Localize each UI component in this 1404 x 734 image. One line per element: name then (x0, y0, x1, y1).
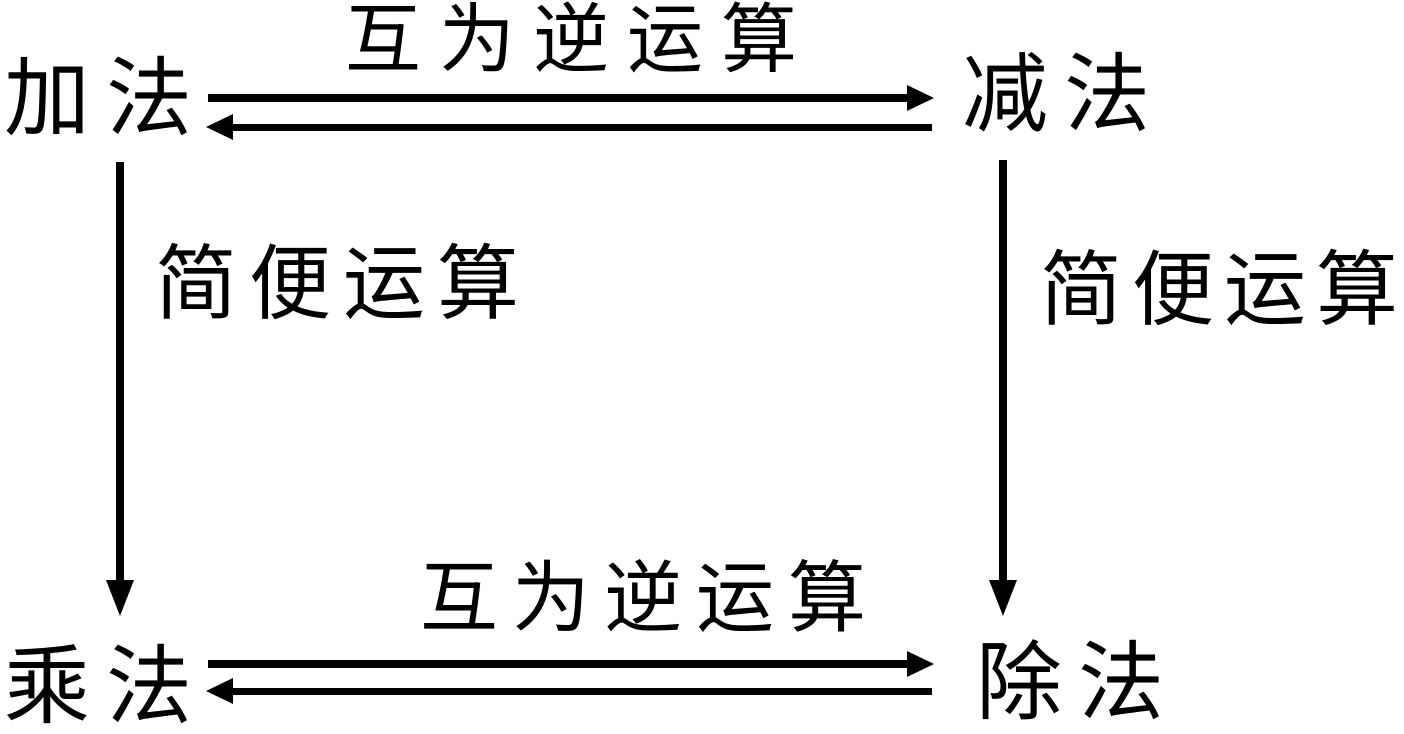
arrowhead-down-icon (106, 580, 134, 616)
arrowhead-right-icon (907, 85, 934, 111)
bottom-return-arrow-line (232, 688, 932, 695)
top-forward-arrow-line (208, 94, 910, 102)
bottom-inverse-operations-label: 互为逆运算 (420, 554, 881, 644)
arrowhead-down-icon (989, 580, 1017, 616)
top-return-arrow-line (232, 124, 932, 131)
node-division: 除法 (976, 633, 1180, 733)
node-subtraction: 减法 (962, 45, 1166, 145)
right-shortcut-label: 简便运算 (1040, 243, 1404, 338)
bottom-forward-arrow-line (208, 660, 910, 668)
node-addition: 加法 (4, 49, 208, 149)
right-vertical-arrow-line (999, 160, 1007, 582)
arrowhead-right-icon (907, 651, 934, 677)
arrowhead-left-icon (206, 114, 233, 140)
arrowhead-left-icon (206, 678, 233, 704)
top-inverse-operations-label: 互为逆运算 (345, 0, 815, 84)
node-multiplication: 乘法 (4, 637, 208, 734)
left-shortcut-label: 简便运算 (155, 237, 532, 332)
left-vertical-arrow-line (116, 162, 124, 582)
